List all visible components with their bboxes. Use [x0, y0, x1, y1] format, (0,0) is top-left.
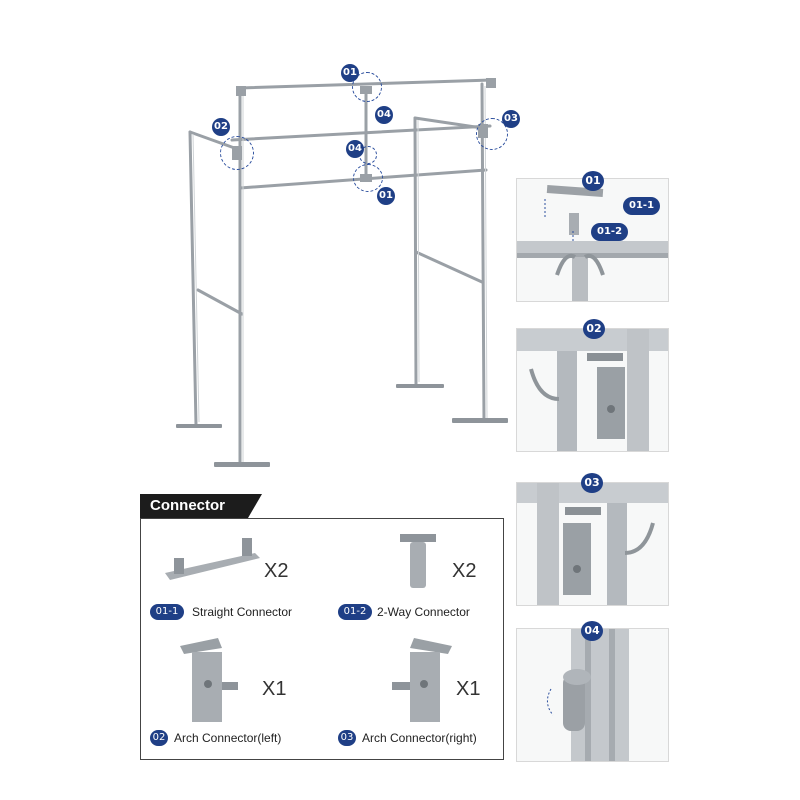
detail-04-illustration	[547, 629, 629, 761]
qty-2-way-connector: X2	[452, 560, 477, 582]
detail-panel-03: 03	[516, 473, 669, 606]
detail-01-badge: 01	[582, 171, 604, 191]
code-badge-2-way-connector: 01-2	[338, 604, 372, 620]
callout-circle-01-bottom	[353, 164, 383, 192]
arch-connector-left-image	[180, 638, 238, 722]
callout-circle-02	[220, 136, 254, 170]
code-badge-arch-connector-left: 02	[150, 730, 168, 746]
detail-03-illustration	[517, 483, 668, 605]
label-2-way-connector: 2-Way Connector	[377, 605, 470, 619]
detail-01-sub-badge-1: 01-1	[623, 197, 661, 215]
callout-circle-01-top	[352, 72, 382, 102]
arch-connector-right-image	[392, 638, 452, 722]
straight-connector-image	[165, 538, 260, 580]
detail-03-badge: 03	[581, 473, 603, 493]
label-arch-connector-left: Arch Connector(left)	[174, 731, 282, 745]
code-badge-arch-connector-right: 03	[338, 730, 356, 746]
label-arch-connector-right: Arch Connector(right)	[362, 731, 477, 745]
detail-02-badge: 02	[583, 319, 605, 339]
detail-04-badge: 04	[581, 621, 603, 641]
label-straight-connector: Straight Connector	[192, 605, 293, 619]
frame-illustration	[176, 78, 508, 467]
connector-title: Connector	[140, 494, 262, 518]
qty-arch-connector-right: X1	[456, 678, 481, 700]
callout-badge-04-lower: 04	[346, 140, 364, 158]
callout-badge-02: 02	[212, 118, 230, 136]
detail-panel-04: 04	[516, 621, 669, 762]
code-badge-straight-connector: 01-1	[150, 604, 184, 620]
qty-arch-connector-left: X1	[262, 678, 287, 700]
callout-badge-01-top: 01	[341, 64, 359, 82]
detail-01-sub-badge-2: 01-2	[591, 223, 629, 241]
detail-02-illustration	[517, 329, 668, 451]
callout-circle-03	[476, 118, 508, 150]
detail-panel-02: 02	[516, 319, 669, 452]
qty-straight-connector: X2	[264, 560, 289, 582]
callout-badge-04-upper: 04	[375, 106, 393, 124]
2-way-connector-image	[400, 534, 436, 588]
callout-badge-01-bottom: 01	[377, 187, 395, 205]
callout-badge-03: 03	[502, 110, 520, 128]
detail-panel-01: 01 01-1 01-2	[516, 171, 669, 302]
